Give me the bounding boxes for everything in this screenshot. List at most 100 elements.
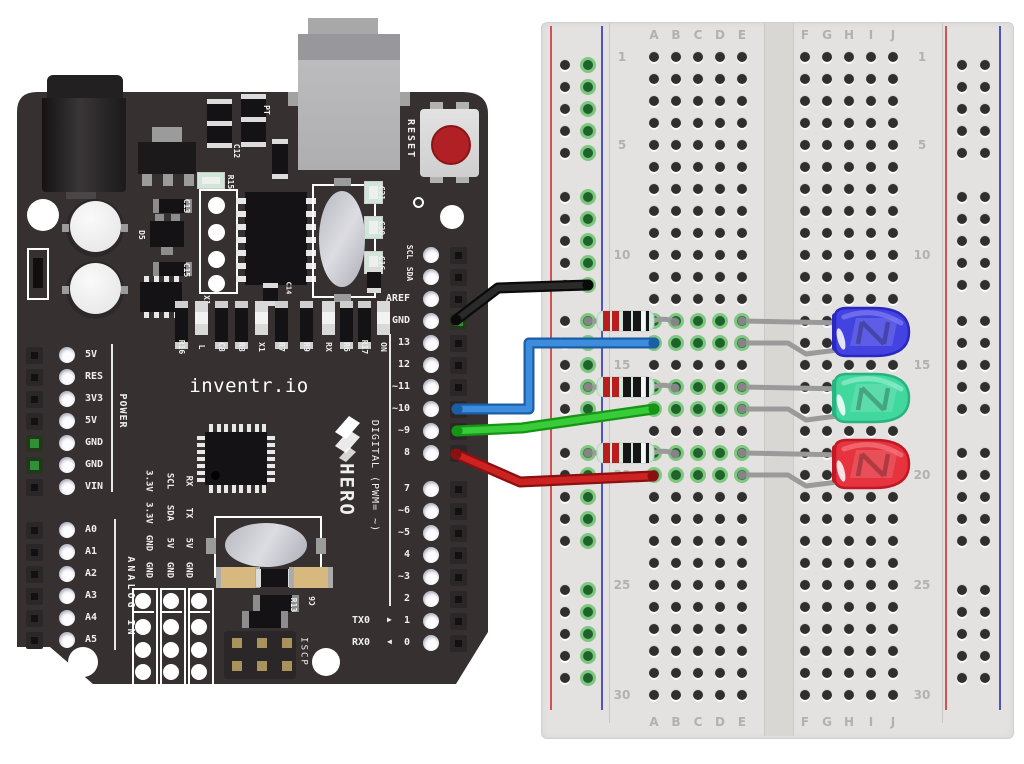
hole-C19[interactable] bbox=[693, 448, 703, 458]
rail-hole-right-neg-13[interactable] bbox=[980, 360, 990, 370]
rail-hole-right-pos-18[interactable] bbox=[957, 492, 967, 502]
rail-hole-left-neg-23[interactable] bbox=[583, 629, 593, 639]
rail-hole-right-pos-20[interactable] bbox=[957, 536, 967, 546]
hole-F13[interactable] bbox=[800, 316, 810, 326]
hole-E30[interactable] bbox=[737, 690, 747, 700]
hole-J1[interactable] bbox=[888, 52, 898, 62]
hole-F11[interactable] bbox=[800, 272, 810, 282]
hole-C13[interactable] bbox=[693, 316, 703, 326]
hole-I21[interactable] bbox=[866, 492, 876, 502]
hole-J2[interactable] bbox=[888, 74, 898, 84]
hole-E9[interactable] bbox=[737, 228, 747, 238]
hole-B14[interactable] bbox=[671, 338, 681, 348]
rail-hole-left-pos-19[interactable] bbox=[560, 514, 570, 524]
hole-H24[interactable] bbox=[844, 558, 854, 568]
pin-hole-5V-3[interactable] bbox=[59, 413, 75, 429]
hole-I13[interactable] bbox=[866, 316, 876, 326]
hole-F18[interactable] bbox=[800, 426, 810, 436]
hole-J5[interactable] bbox=[888, 140, 898, 150]
rail-hole-right-neg-20[interactable] bbox=[980, 536, 990, 546]
shield-socket-digital-0[interactable] bbox=[449, 246, 467, 264]
pin-hole-A1[interactable] bbox=[59, 544, 75, 560]
hole-B18[interactable] bbox=[671, 426, 681, 436]
hole-J13[interactable] bbox=[888, 316, 898, 326]
hole-C7[interactable] bbox=[693, 184, 703, 194]
hole-D9[interactable] bbox=[715, 228, 725, 238]
hole-C9[interactable] bbox=[693, 228, 703, 238]
hole-D12[interactable] bbox=[715, 294, 725, 304]
hole-H27[interactable] bbox=[844, 624, 854, 634]
pin-hole-3V3-2[interactable] bbox=[59, 391, 75, 407]
rail-hole-right-pos-14[interactable] bbox=[957, 382, 967, 392]
hole-D30[interactable] bbox=[715, 690, 725, 700]
hole-F21[interactable] bbox=[800, 492, 810, 502]
hole-D24[interactable] bbox=[715, 558, 725, 568]
hole-E4[interactable] bbox=[737, 118, 747, 128]
hole-A29[interactable] bbox=[649, 668, 659, 678]
shield-socket-5v-3[interactable] bbox=[25, 412, 43, 430]
hole-I15[interactable] bbox=[866, 360, 876, 370]
hole-E3[interactable] bbox=[737, 96, 747, 106]
hole-D19[interactable] bbox=[715, 448, 725, 458]
hole-J21[interactable] bbox=[888, 492, 898, 502]
hole-C25[interactable] bbox=[693, 580, 703, 590]
rail-hole-right-pos-6[interactable] bbox=[957, 192, 967, 202]
hole-F23[interactable] bbox=[800, 536, 810, 546]
rail-hole-right-pos-7[interactable] bbox=[957, 214, 967, 224]
hole-F17[interactable] bbox=[800, 404, 810, 414]
rail-hole-left-neg-21[interactable] bbox=[583, 585, 593, 595]
hole-F14[interactable] bbox=[800, 338, 810, 348]
hole-D3[interactable] bbox=[715, 96, 725, 106]
rail-hole-right-pos-5[interactable] bbox=[957, 148, 967, 158]
hole-A28[interactable] bbox=[649, 646, 659, 656]
rail-hole-right-neg-17[interactable] bbox=[980, 470, 990, 480]
hole-B10[interactable] bbox=[671, 250, 681, 260]
pin-hole-digital-8[interactable] bbox=[423, 423, 439, 439]
rail-hole-left-neg-4[interactable] bbox=[583, 126, 593, 136]
hole-A7[interactable] bbox=[649, 184, 659, 194]
hole-C26[interactable] bbox=[693, 602, 703, 612]
pin-hole-digital-0[interactable] bbox=[423, 247, 439, 263]
rail-hole-right-neg-7[interactable] bbox=[980, 214, 990, 224]
hole-G13[interactable] bbox=[822, 316, 832, 326]
rail-hole-right-pos-16[interactable] bbox=[957, 448, 967, 458]
hole-D13[interactable] bbox=[715, 316, 725, 326]
hole-H12[interactable] bbox=[844, 294, 854, 304]
pin-hole-digital-13[interactable] bbox=[423, 547, 439, 563]
rail-hole-right-neg-15[interactable] bbox=[980, 404, 990, 414]
hole-H20[interactable] bbox=[844, 470, 854, 480]
hole-H2[interactable] bbox=[844, 74, 854, 84]
rail-hole-left-pos-16[interactable] bbox=[560, 448, 570, 458]
rail-hole-right-pos-13[interactable] bbox=[957, 360, 967, 370]
rail-hole-left-neg-9[interactable] bbox=[583, 258, 593, 268]
hole-I19[interactable] bbox=[866, 448, 876, 458]
hole-H16[interactable] bbox=[844, 382, 854, 392]
hole-J19[interactable] bbox=[888, 448, 898, 458]
rail-hole-left-pos-2[interactable] bbox=[560, 82, 570, 92]
hole-G22[interactable] bbox=[822, 514, 832, 524]
hole-J11[interactable] bbox=[888, 272, 898, 282]
hole-G29[interactable] bbox=[822, 668, 832, 678]
rail-hole-right-neg-6[interactable] bbox=[980, 192, 990, 202]
rail-hole-right-pos-1[interactable] bbox=[957, 60, 967, 70]
hole-B20[interactable] bbox=[671, 470, 681, 480]
rail-hole-left-neg-5[interactable] bbox=[583, 148, 593, 158]
hole-E11[interactable] bbox=[737, 272, 747, 282]
pin-hole-digital-16[interactable] bbox=[423, 613, 439, 629]
shield-socket-digital-16[interactable] bbox=[449, 612, 467, 630]
hole-I2[interactable] bbox=[866, 74, 876, 84]
rail-hole-right-neg-11[interactable] bbox=[980, 316, 990, 326]
pin-hole-digital-1[interactable] bbox=[423, 269, 439, 285]
pin-hole-digital-11[interactable] bbox=[423, 503, 439, 519]
hole-B22[interactable] bbox=[671, 514, 681, 524]
hole-I29[interactable] bbox=[866, 668, 876, 678]
rail-hole-left-pos-15[interactable] bbox=[560, 404, 570, 414]
rail-hole-left-pos-12[interactable] bbox=[560, 338, 570, 348]
hole-G17[interactable] bbox=[822, 404, 832, 414]
hole-F1[interactable] bbox=[800, 52, 810, 62]
hole-H28[interactable] bbox=[844, 646, 854, 656]
hole-E13[interactable] bbox=[737, 316, 747, 326]
hole-C4[interactable] bbox=[693, 118, 703, 128]
hole-G4[interactable] bbox=[822, 118, 832, 128]
hole-C12[interactable] bbox=[693, 294, 703, 304]
